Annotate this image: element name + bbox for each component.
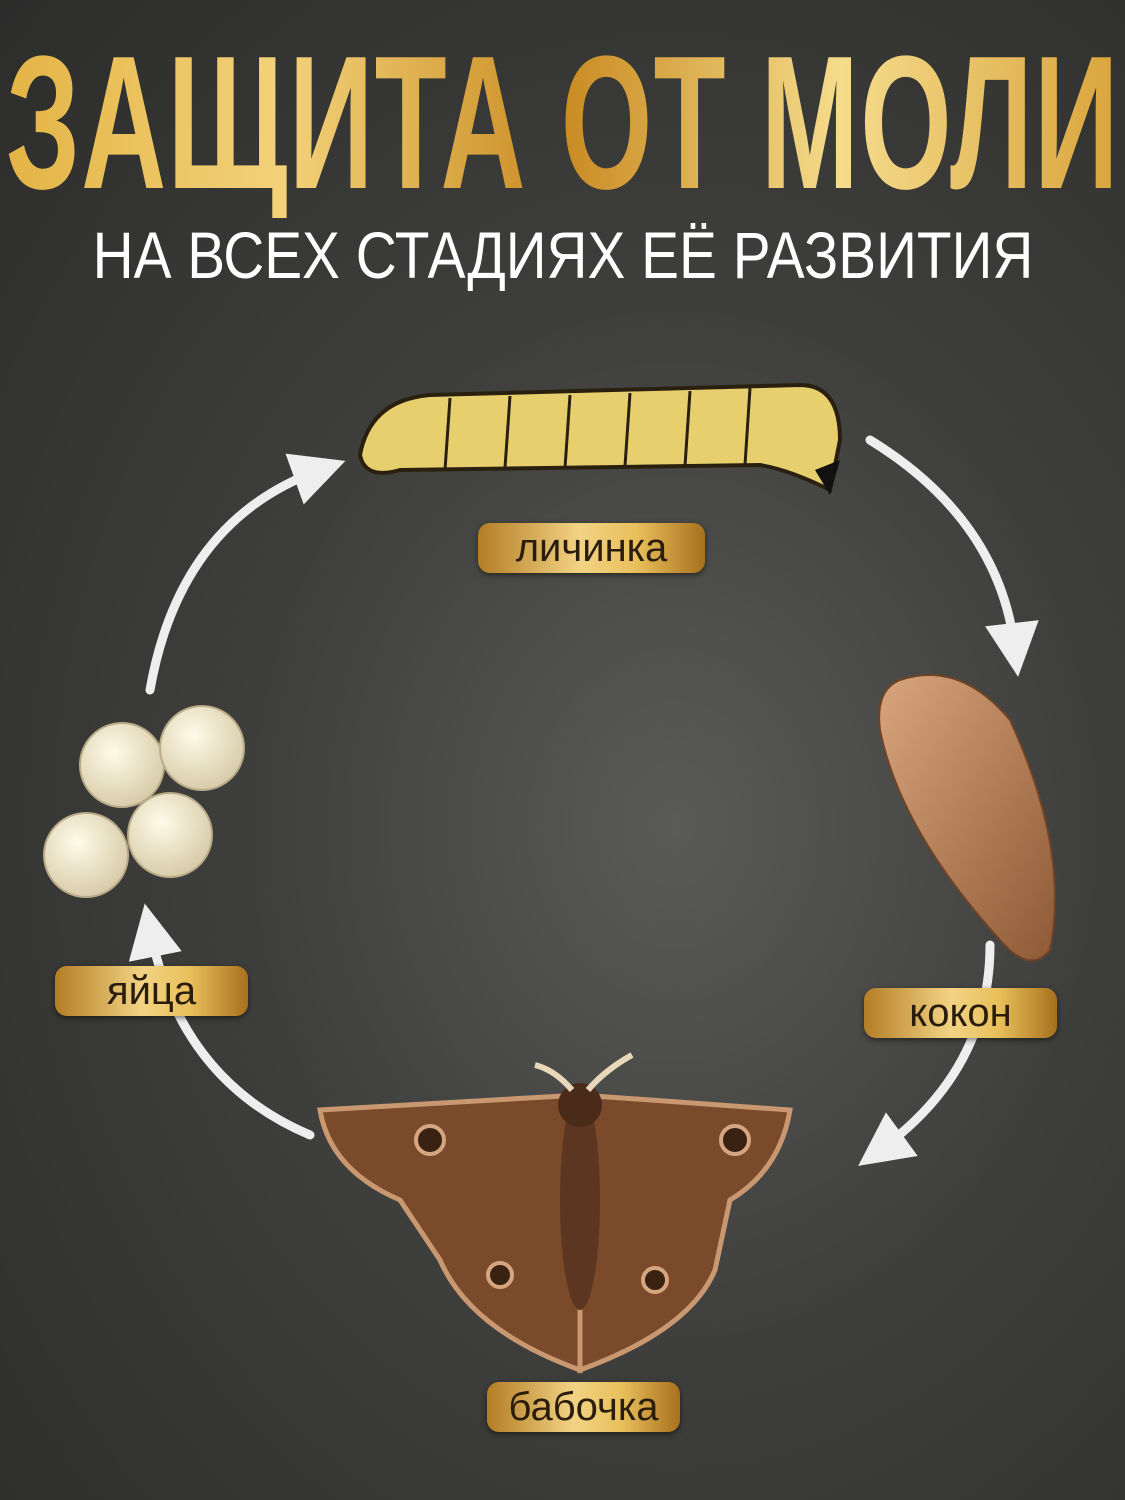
label-butterfly: бабочка [487, 1382, 680, 1432]
page-subtitle: НА ВСЕХ СТАДИЯХ ЕЁ РАЗВИТИЯ [92, 218, 1033, 292]
label-cocoon: кокон [864, 988, 1057, 1038]
caterpillar-illustration [357, 382, 843, 495]
moth-illustration [317, 1052, 793, 1374]
label-larva: личинка [478, 523, 705, 573]
label-eggs: яйца [55, 966, 248, 1016]
eggs-illustration [43, 705, 245, 898]
pupa-illustration [878, 674, 1056, 962]
page-title: ЗАЩИТА ОТ МОЛИ [5, 17, 1120, 229]
